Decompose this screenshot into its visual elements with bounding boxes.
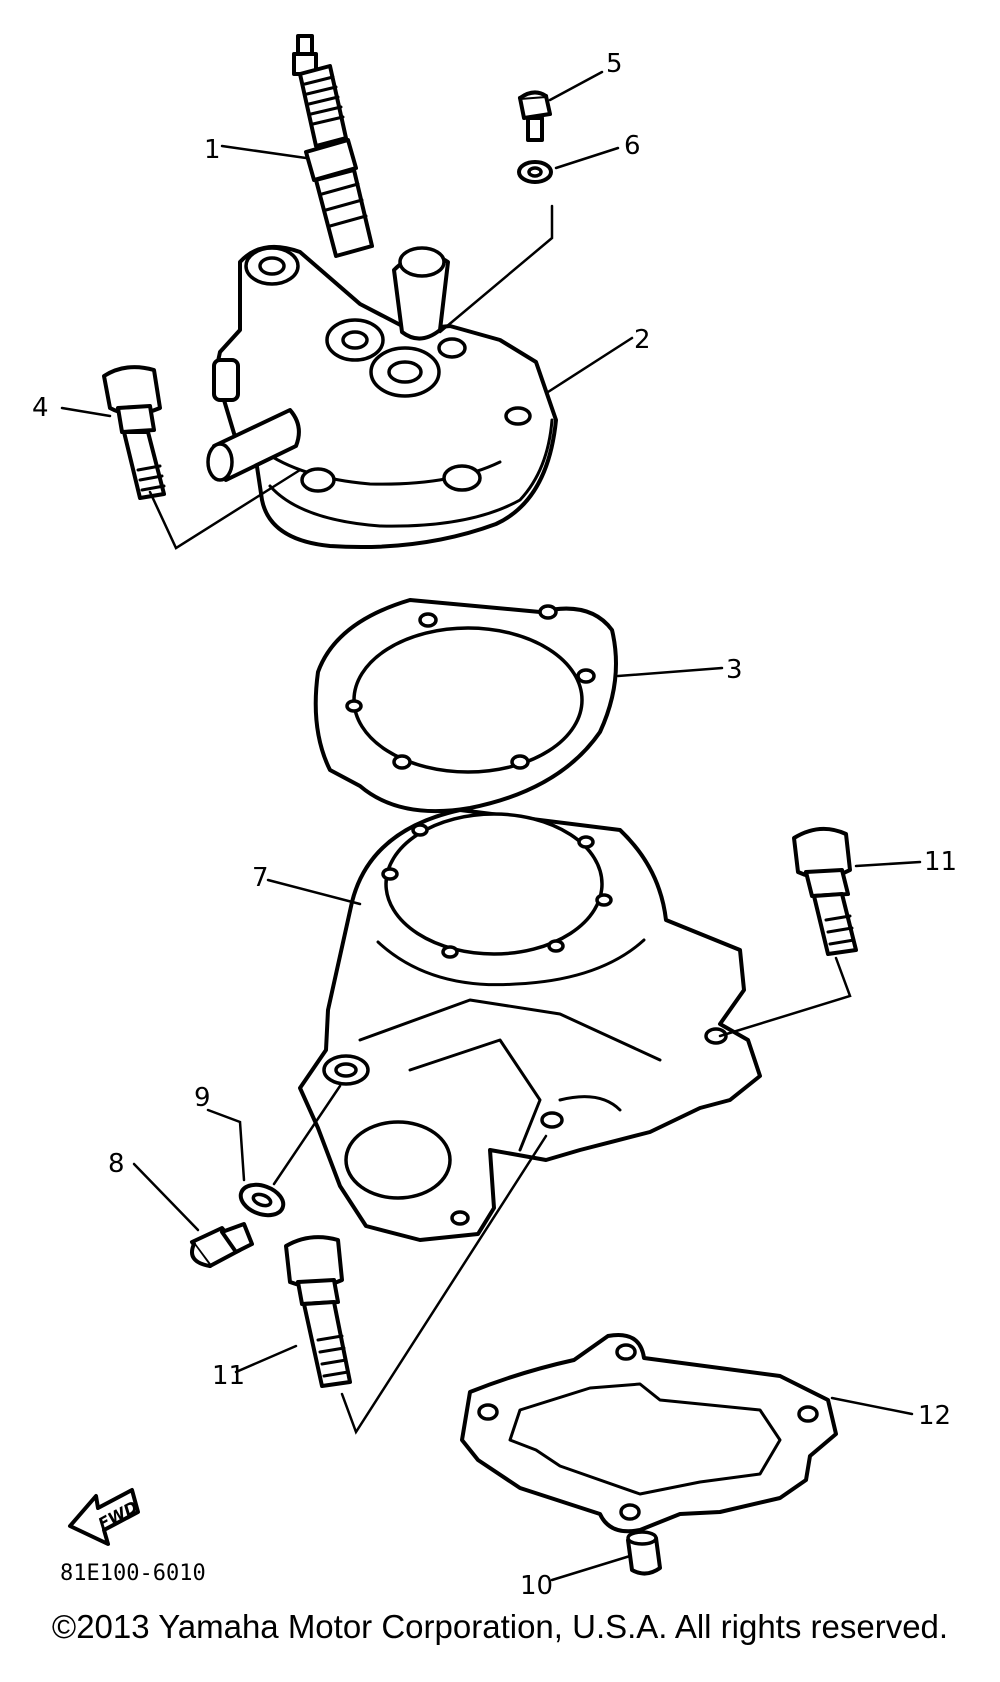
callout-6: 6: [624, 131, 641, 161]
cylinder: [298, 808, 762, 1242]
callout-5: 5: [606, 49, 623, 79]
washer-small: [517, 160, 553, 184]
callout-8: 8: [108, 1149, 125, 1179]
spark-plug: [292, 34, 374, 258]
callout-labels: 1 2 3 4 5 6 7 8 9 10 11 11 12: [32, 49, 957, 1601]
head-gasket: [313, 598, 618, 814]
drawing-code: 81E100-6010: [60, 1561, 206, 1586]
callout-7: 7: [252, 863, 269, 893]
callout-11-upper: 11: [924, 847, 957, 877]
exploded-parts-diagram: 1 2 3 4 5 6 7 8 9 10 11 11 12 FWD 81E100…: [32, 34, 957, 1601]
copyright-notice: ©2013 Yamaha Motor Corporation, U.S.A. A…: [51, 1608, 949, 1645]
callout-2: 2: [634, 325, 651, 355]
callout-9: 9: [194, 1083, 211, 1113]
cylinder-head: [206, 244, 558, 550]
small-bolt: [518, 90, 552, 142]
cylinder-bolt-lower: [284, 1235, 352, 1388]
head-bolt: [102, 365, 166, 500]
callout-12: 12: [918, 1401, 951, 1431]
cylinder-bolt-upper: [792, 826, 858, 956]
callout-11-lower: 11: [212, 1361, 245, 1391]
callout-3: 3: [726, 655, 743, 685]
drain-washer: [238, 1182, 286, 1218]
drain-bolt: [190, 1222, 254, 1268]
callout-1: 1: [204, 135, 221, 165]
callout-10: 10: [520, 1571, 553, 1601]
base-gasket: [460, 1333, 838, 1534]
forward-arrow-icon: FWD: [68, 1488, 141, 1546]
callout-4: 4: [32, 393, 49, 423]
dowel-pin: [626, 1530, 662, 1576]
leader-lines: [60, 70, 922, 1582]
